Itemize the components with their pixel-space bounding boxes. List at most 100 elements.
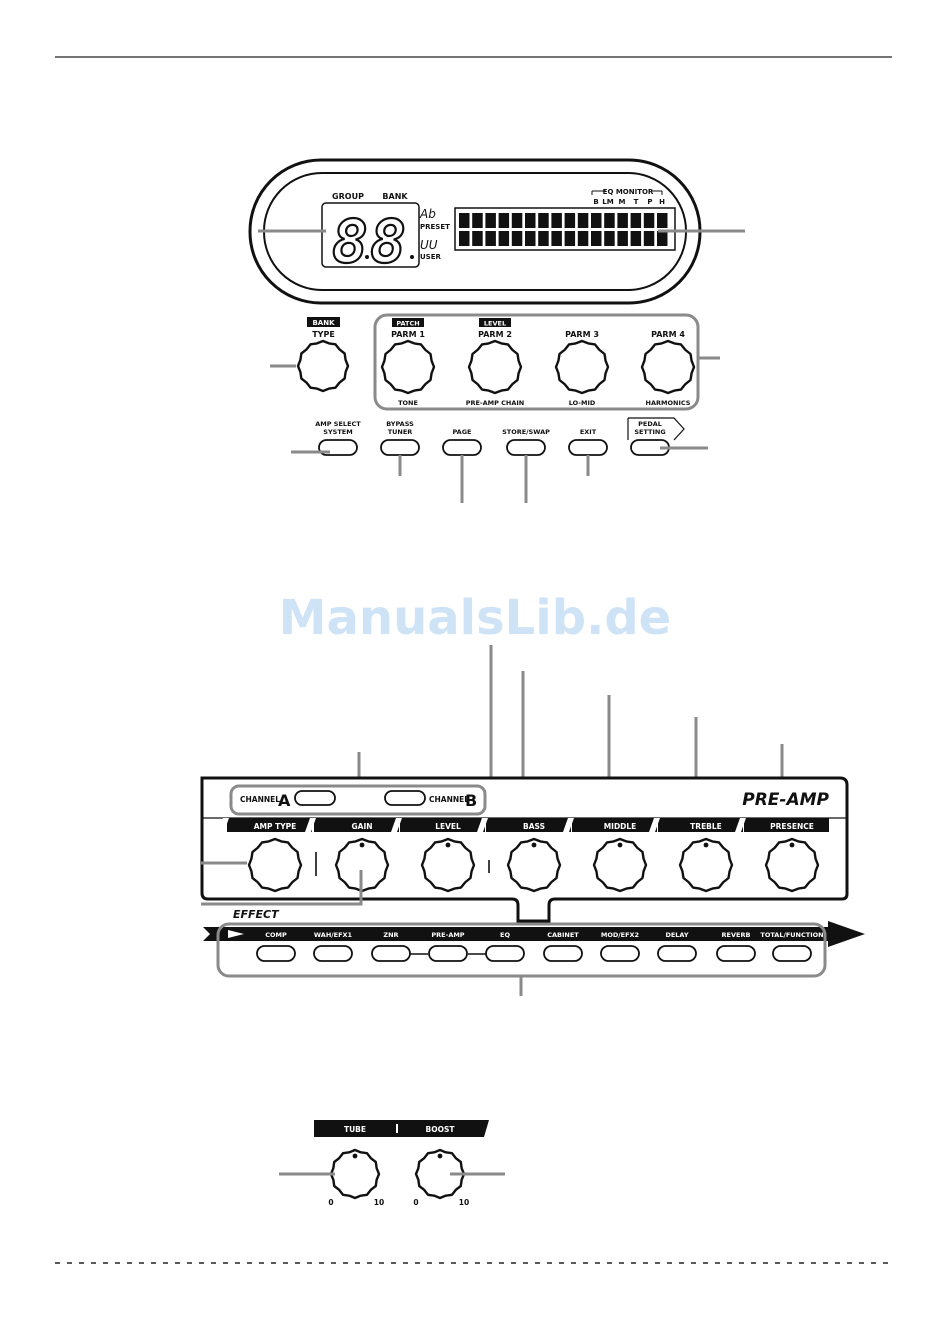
parm-knob-2[interactable] xyxy=(467,339,523,395)
matrix-cell xyxy=(485,213,496,228)
parm-knob-3[interactable] xyxy=(554,339,610,395)
strip-gap xyxy=(477,818,488,832)
type-knob[interactable] xyxy=(296,339,350,393)
parm-knob-sublabel: TONE xyxy=(398,399,418,407)
eq-band-h: H xyxy=(659,198,665,206)
middle-knob-label: MIDDLE xyxy=(604,822,637,831)
strip-gap xyxy=(563,818,574,832)
cabinet-key[interactable] xyxy=(543,945,583,962)
wah-efx1-key[interactable] xyxy=(313,945,353,962)
parm-knob-sublabel: HARMONICS xyxy=(646,399,691,407)
matrix-cell xyxy=(511,213,523,228)
parm-badge-text: PATCH xyxy=(396,320,419,328)
channel-a-button[interactable] xyxy=(294,790,336,806)
matrix-cell xyxy=(498,231,510,246)
knob-label-strip xyxy=(658,818,743,832)
key-label: SETTING xyxy=(634,428,665,436)
effect-key-label: DELAY xyxy=(665,931,688,939)
parm-knob-4[interactable] xyxy=(640,339,696,395)
knob-body xyxy=(414,1148,466,1200)
knob-body xyxy=(764,837,820,893)
knob-body xyxy=(467,339,523,395)
type-knob-body[interactable] xyxy=(296,339,350,393)
matrix-cell xyxy=(643,213,655,228)
gain-knob[interactable] xyxy=(334,837,390,893)
user-label: USER xyxy=(420,253,442,261)
boost-knob[interactable] xyxy=(414,1148,466,1200)
tube-knob[interactable] xyxy=(329,1148,381,1200)
callout-line xyxy=(201,870,363,906)
parm-knob-label: PARM 3 xyxy=(565,330,599,339)
effect-key-label: CABINET xyxy=(547,931,579,939)
digit-window xyxy=(321,202,420,268)
knob-label-strip xyxy=(572,818,657,832)
eq-band-lm: LM xyxy=(602,198,613,206)
parm-badge xyxy=(392,318,424,327)
knob-label-strip xyxy=(400,818,485,832)
effect-key-label: EQ xyxy=(500,931,510,939)
preamp-title: PRE-AMP xyxy=(742,790,829,810)
exit-key[interactable] xyxy=(568,439,608,456)
eq-band-m: M xyxy=(619,198,626,206)
scale-max: 10 xyxy=(459,1198,469,1207)
knob-body xyxy=(296,339,350,393)
knob-indicator-dot xyxy=(359,842,365,848)
parm-knob-label: PARM 2 xyxy=(478,330,512,339)
eq-band-t: T xyxy=(634,198,639,206)
key-label: PAGE xyxy=(453,428,472,436)
presence-knob[interactable] xyxy=(764,837,820,893)
dot-matrix xyxy=(459,213,668,246)
dot-matrix-window xyxy=(454,207,676,251)
delay-key[interactable] xyxy=(657,945,697,962)
treble-knob[interactable] xyxy=(678,837,734,893)
matrix-cell xyxy=(525,213,536,228)
group-label: GROUP xyxy=(332,192,364,201)
matrix-cell xyxy=(498,213,510,228)
watermark: ManualsLib.de xyxy=(279,590,671,646)
matrix-cell xyxy=(511,231,523,246)
reverb-key[interactable] xyxy=(716,945,756,962)
bank-badge-text: BANK xyxy=(312,319,335,327)
eq-band-p: P xyxy=(647,198,652,206)
knob-body xyxy=(678,837,734,893)
knob-indicator-dot xyxy=(531,842,537,848)
matrix-cell xyxy=(630,213,642,228)
user-segment: UU xyxy=(420,238,438,252)
eq-key[interactable] xyxy=(485,945,525,962)
effect-key-label: WAH/EFX1 xyxy=(314,931,353,939)
matrix-cell xyxy=(472,213,483,228)
matrix-cell xyxy=(643,231,655,246)
matrix-cell xyxy=(591,231,602,246)
level-knob[interactable] xyxy=(420,837,476,893)
effect-key-label: PRE-AMP xyxy=(431,931,464,939)
total-function-key[interactable] xyxy=(772,945,812,962)
preset-label: PRESET xyxy=(420,223,450,231)
parm-knob-1[interactable] xyxy=(380,339,436,395)
amp-type-knob[interactable] xyxy=(247,837,303,893)
pedal-setting-tag xyxy=(628,417,685,441)
mod-efx2-key[interactable] xyxy=(600,945,640,962)
bypass-key[interactable] xyxy=(380,439,420,456)
matrix-cell xyxy=(564,231,576,246)
display-unit: GROUP BANK 88 Ab PRESET UU USER EQ MONIT… xyxy=(248,158,745,305)
comp-key[interactable] xyxy=(256,945,296,962)
pre-amp-key[interactable] xyxy=(428,945,468,962)
knob-indicator-dot xyxy=(617,842,623,848)
knob-indicator-dot xyxy=(437,1153,443,1159)
znr-key[interactable] xyxy=(371,945,411,962)
bank-label: BANK xyxy=(382,192,408,201)
bass-knob[interactable] xyxy=(506,837,562,893)
middle-knob[interactable] xyxy=(592,837,648,893)
bass-knob-label: BASS xyxy=(523,822,545,831)
page-key[interactable] xyxy=(442,439,482,456)
channel-b-button[interactable] xyxy=(384,790,426,806)
matrix-cell xyxy=(604,213,615,228)
store-swap-key[interactable] xyxy=(506,439,546,456)
parm-knob-sublabel: LO-MID xyxy=(569,399,596,407)
